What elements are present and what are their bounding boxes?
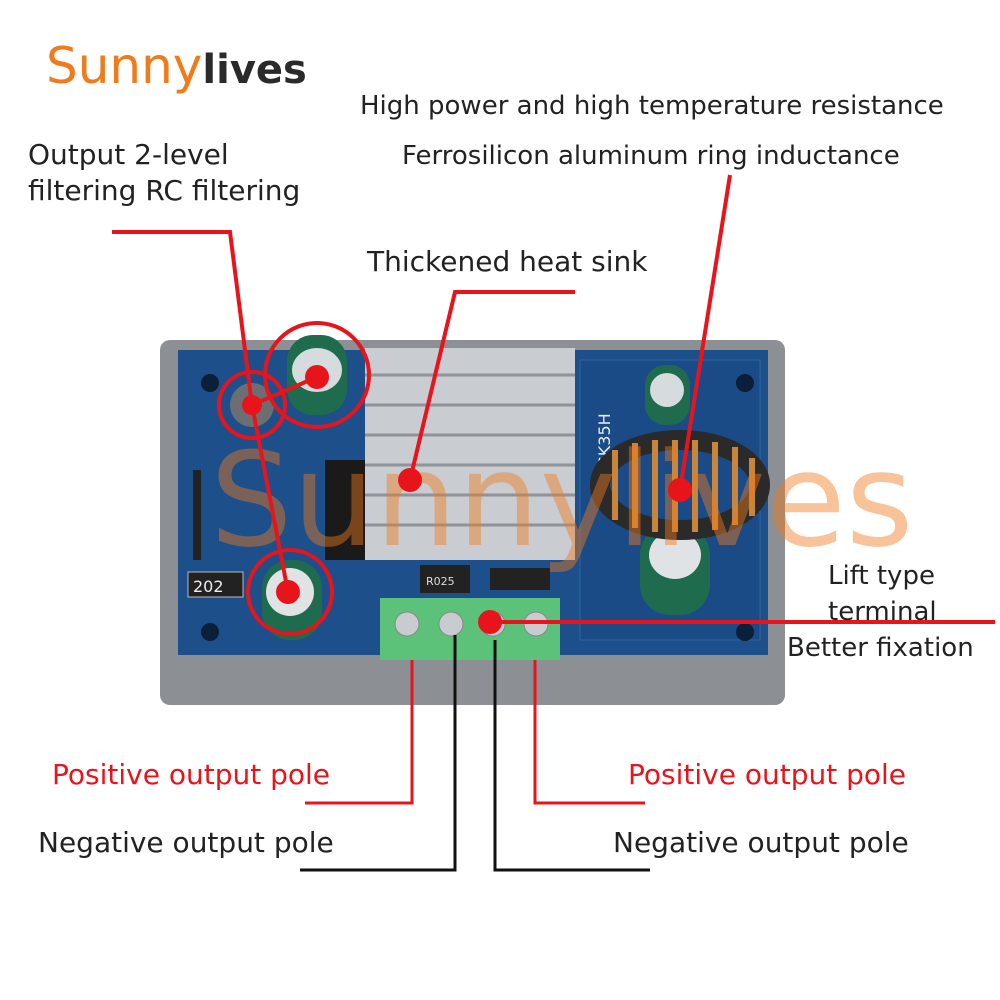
label-negative-left: Negative output pole <box>38 826 334 859</box>
watermark: Sunnylives <box>210 424 914 576</box>
resistor-code: 202 <box>193 577 224 596</box>
label-terminal-1: Lift type <box>828 561 935 591</box>
annotation-lines-black <box>300 635 650 872</box>
label-positive-left: Positive output pole <box>52 758 331 791</box>
sunnylives-logo: Sunnylives <box>46 36 307 100</box>
logo-part2: lives <box>202 47 307 93</box>
label-terminal-3: Better fixation <box>787 633 974 663</box>
label-rc-filter-1: Output 2-level <box>28 138 229 171</box>
shunt-code: R025 <box>426 575 455 588</box>
logo-part1: Sunny <box>46 37 203 95</box>
annotation-lines-red <box>112 174 995 805</box>
label-heat-sink: Thickened heat sink <box>367 245 648 278</box>
label-high-power: High power and high temperature resistan… <box>360 91 944 121</box>
label-terminal-2: terminal <box>828 597 937 627</box>
label-rc-filter-2: filtering RC filtering <box>28 174 301 207</box>
label-ferrosilicon: Ferrosilicon aluminum ring inductance <box>402 141 900 171</box>
label-negative-right: Negative output pole <box>613 826 909 859</box>
label-positive-right: Positive output pole <box>628 758 907 791</box>
